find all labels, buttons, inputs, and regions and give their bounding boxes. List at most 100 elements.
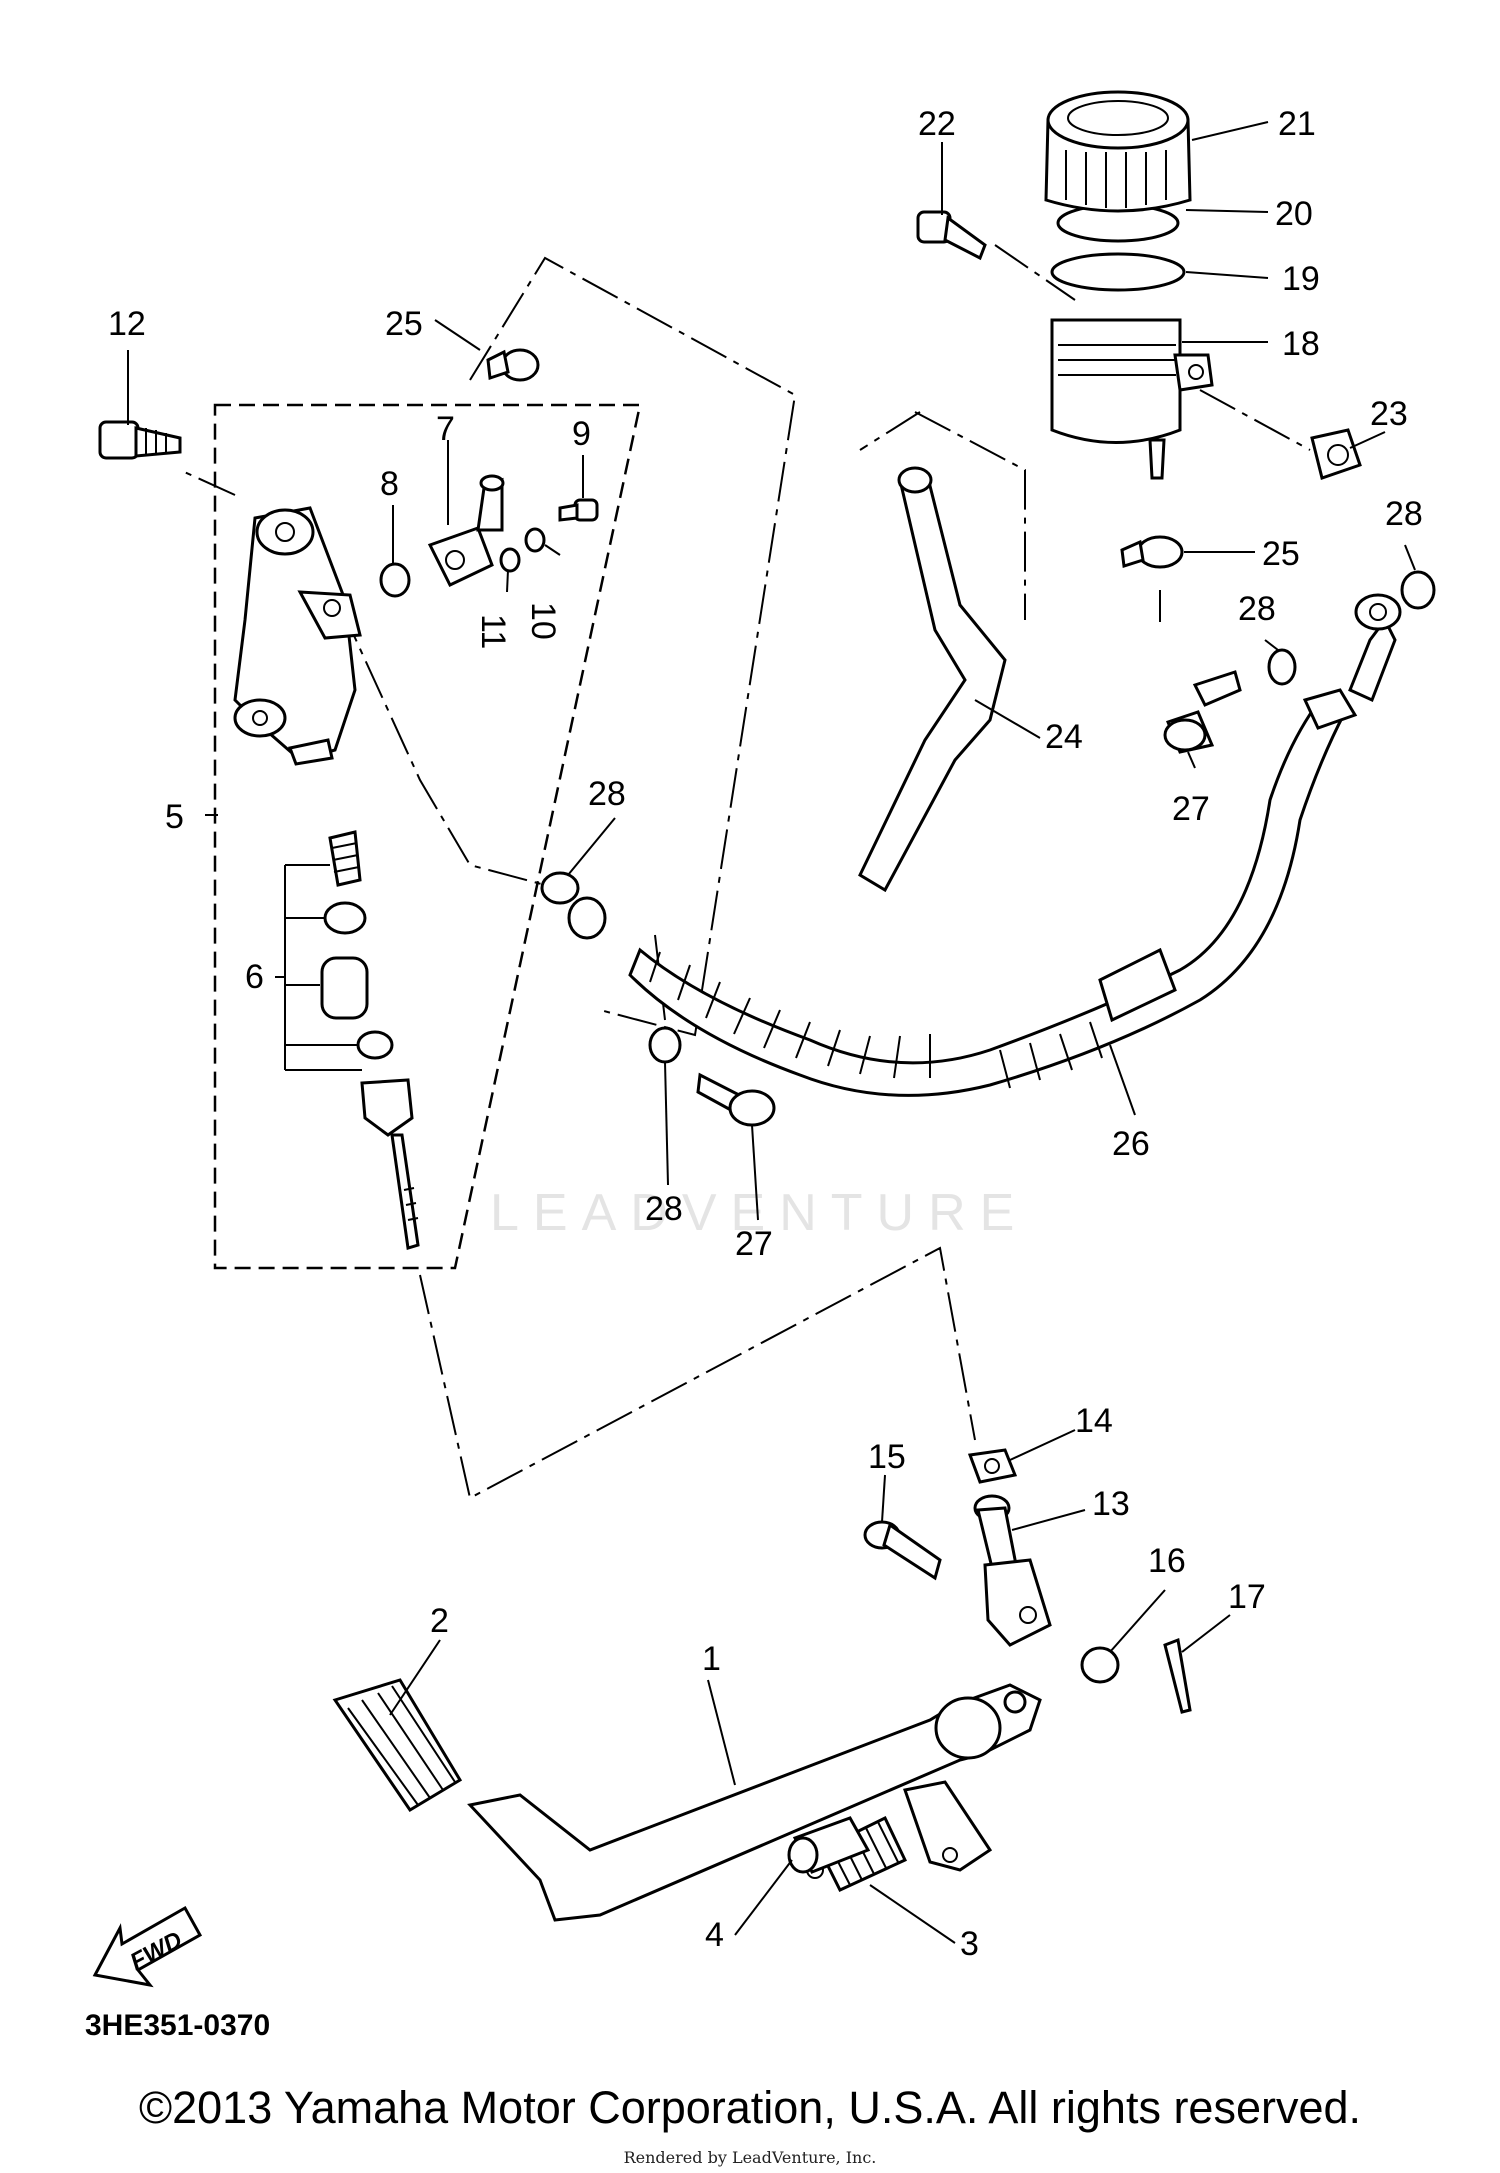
callout-number: 5 — [165, 798, 184, 836]
callout-number: 2 — [430, 1602, 449, 1640]
callout-number: 8 — [380, 465, 399, 503]
callout-number: 27 — [735, 1225, 773, 1263]
leader-line — [389, 1639, 441, 1716]
washer-11 — [499, 547, 521, 573]
callout-number: 16 — [1148, 1542, 1186, 1580]
reference-line — [179, 469, 236, 496]
callout-number: 4 — [705, 1916, 724, 1954]
callout-number: 28 — [1238, 590, 1276, 628]
leader-line — [1181, 1614, 1231, 1653]
leader-line — [1109, 1044, 1136, 1116]
nut-14 — [967, 1448, 1018, 1484]
leader-line — [1404, 544, 1416, 571]
reference-line — [1199, 389, 1311, 451]
leader-line — [881, 1474, 886, 1523]
reference-line — [339, 604, 546, 886]
leader-line — [1011, 1509, 1086, 1531]
callout-number: 6 — [245, 958, 264, 996]
callout-number: 9 — [572, 415, 591, 453]
washer-16 — [1080, 1646, 1120, 1684]
reservoir-cap — [1044, 90, 1192, 213]
leader-line — [1185, 271, 1269, 279]
reference-line — [654, 934, 666, 1021]
callout-number: 3 — [960, 1925, 979, 1963]
leader-line — [664, 1061, 669, 1186]
nut-23 — [1310, 428, 1362, 480]
rod-end-13 — [973, 1494, 1052, 1647]
copper-washer — [540, 871, 580, 905]
leader-line — [1009, 1429, 1076, 1461]
hose-clamp-right — [1120, 535, 1184, 569]
reference-line — [994, 244, 1076, 301]
callout-number: 10 — [524, 602, 562, 640]
assembly-boundary — [213, 403, 642, 1270]
leader-line — [707, 1679, 736, 1786]
callout-number: 12 — [108, 305, 146, 343]
reference-line — [914, 411, 1026, 620]
leader-line — [734, 1859, 793, 1936]
rendered-by-credit: Rendered by LeadVenture, Inc. — [623, 2148, 877, 2167]
reference-line — [859, 411, 921, 451]
callout-number: 21 — [1278, 105, 1316, 143]
leader-line — [751, 1124, 759, 1221]
callout-number: 19 — [1282, 260, 1320, 298]
piston-kit — [320, 830, 420, 1250]
callout-number: 18 — [1282, 325, 1320, 363]
return-spring — [806, 1815, 908, 1892]
callout-number: 28 — [588, 775, 626, 813]
leader-line — [1264, 639, 1279, 651]
callout-number: 11 — [474, 614, 512, 649]
leader-line — [567, 817, 616, 876]
drawing-code: 3HE351-0370 — [85, 2009, 270, 2042]
callout-number: 25 — [385, 305, 423, 343]
callout-bracket — [275, 864, 362, 1071]
copper-washer — [648, 1026, 682, 1064]
callout-number: 25 — [1262, 535, 1300, 573]
copper-washer — [1400, 570, 1436, 610]
leader-line — [1109, 1589, 1166, 1653]
reservoir-hose — [858, 466, 1007, 893]
callout-number: 20 — [1275, 195, 1313, 233]
master-cylinder-body — [233, 506, 362, 766]
callout-number: 26 — [1112, 1125, 1150, 1163]
forward-arrow: FWD — [92, 1905, 203, 1988]
reference-line — [469, 256, 797, 1037]
washer-10 — [524, 527, 546, 553]
watermark-text: LEADVENTURE — [490, 1184, 1028, 1242]
clevis-pin-15 — [863, 1520, 942, 1581]
callout-number: 28 — [1385, 495, 1423, 533]
leader-line — [434, 319, 481, 351]
leader-line — [1185, 209, 1269, 213]
union-bolt-lower — [696, 1072, 776, 1127]
leader-line — [1349, 431, 1386, 449]
bolt-12 — [98, 420, 182, 460]
leader-line — [1191, 121, 1269, 141]
callout-number: 7 — [436, 410, 455, 448]
footrest-rubber — [332, 1678, 463, 1813]
callout-number: 28 — [645, 1190, 683, 1228]
leader-line — [974, 699, 1041, 739]
callout-number: 24 — [1045, 718, 1083, 756]
leader-line — [869, 1884, 956, 1944]
bolt-22 — [916, 210, 987, 261]
callout-number: 23 — [1370, 395, 1408, 433]
leader-line — [506, 569, 509, 593]
diaphragm-plate — [1050, 252, 1186, 292]
callout-number: 1 — [702, 1640, 721, 1678]
callout-number: 17 — [1228, 1578, 1266, 1616]
o-ring — [379, 562, 411, 598]
callout-number: 27 — [1172, 790, 1210, 828]
leader-line — [544, 544, 561, 556]
reference-line — [419, 1246, 976, 1500]
reservoir-tank — [1050, 318, 1214, 480]
union-bolt-upper — [1163, 670, 1242, 754]
brake-pedal — [467, 1683, 1042, 1922]
hose-clamp-top — [486, 348, 540, 382]
callout-number: 22 — [918, 105, 956, 143]
copyright-notice: ©2013 Yamaha Motor Corporation, U.S.A. A… — [138, 2082, 1362, 2133]
callout-number: 15 — [868, 1438, 906, 1476]
brake-hose — [567, 593, 1402, 1097]
hose-joint — [427, 474, 505, 587]
leader-line — [1187, 751, 1196, 769]
